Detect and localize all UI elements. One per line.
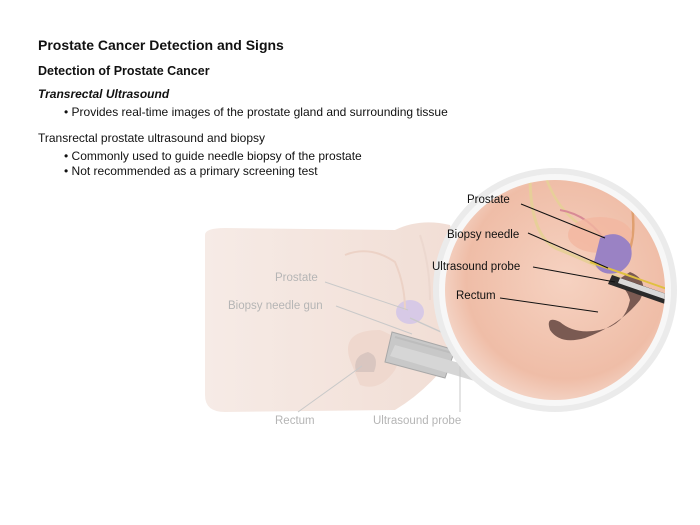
bullet-guide-biopsy: • Commonly used to guide needle biopsy o…: [64, 149, 362, 163]
label-body-prostate: Prostate: [275, 272, 318, 284]
label-zoom-rectum: Rectum: [456, 290, 496, 302]
zoom-prostate: [594, 234, 632, 274]
label-body-ultrasound-probe: Ultrasound probe: [373, 415, 461, 427]
page-title: Prostate Cancer Detection and Signs: [38, 37, 284, 53]
label-body-rectum: Rectum: [275, 415, 315, 427]
bullet-not-screening: • Not recommended as a primary screening…: [64, 164, 318, 178]
zoom-rectum: [548, 272, 644, 341]
zoom-lens: [433, 168, 677, 412]
label-zoom-biopsy-needle: Biopsy needle: [447, 229, 519, 241]
body-prostate: [396, 300, 424, 324]
section-heading: Transrectal Ultrasound: [38, 87, 170, 101]
section-heading-biopsy: Transrectal prostate ultrasound and biop…: [38, 131, 266, 145]
bullet-realtime-images: • Provides real-time images of the prost…: [64, 105, 448, 119]
label-zoom-prostate: Prostate: [467, 194, 510, 206]
label-body-biopsy-needle-gun: Biopsy needle gun: [228, 300, 323, 312]
page-subtitle: Detection of Prostate Cancer: [38, 64, 210, 78]
label-zoom-ultrasound-probe: Ultrasound probe: [432, 261, 520, 273]
